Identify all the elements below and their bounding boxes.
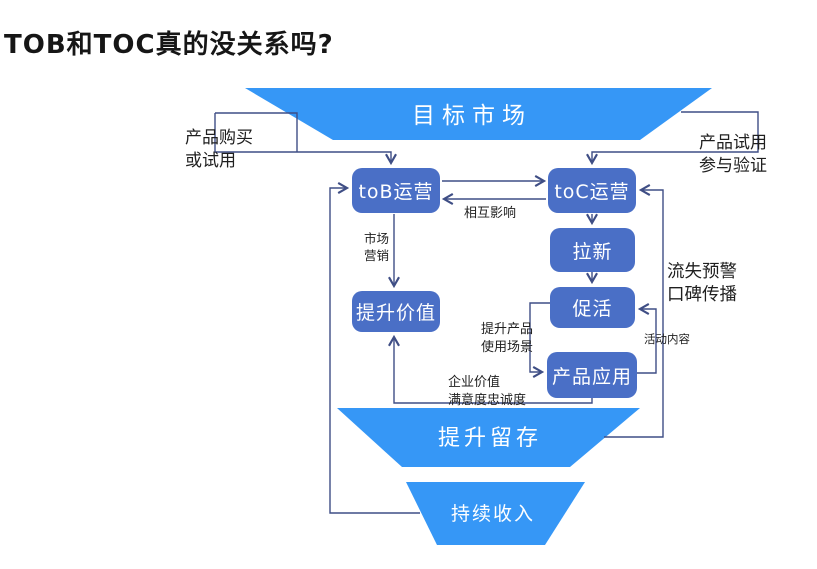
edge-purchase-callout-box xyxy=(215,112,298,152)
node-raise-value: 提升价值 xyxy=(352,291,440,332)
funnel-label-retention: 提升留存 xyxy=(437,426,542,451)
label-improve-usage-scenarios: 提升产品 使用场景 xyxy=(481,322,534,355)
funnel-label-revenue: 持续收入 xyxy=(450,503,535,525)
edge-activate-to-product-app xyxy=(529,302,550,378)
label-activity-content: 活动内容 xyxy=(644,332,690,346)
retention-funnel-shape xyxy=(337,408,640,467)
edge-product-app-to-activate xyxy=(637,303,657,374)
label-product-trial-verification: 产品试用 参与验证 xyxy=(699,133,767,176)
page-title: TOB和TOC真的没关系吗? xyxy=(4,30,334,60)
label-market-marketing: 市场 营销 xyxy=(364,231,390,263)
label-enterprise-value-loyalty: 企业价值 满意度忠诚度 xyxy=(448,375,527,408)
revenue-funnel-shape xyxy=(406,482,585,545)
node-product-application: 产品应用 xyxy=(547,352,637,398)
label-mutual-influence: 相互影响 xyxy=(464,206,517,221)
node-acquire-users: 拉新 xyxy=(550,228,635,272)
node-tob-operations: toB运营 xyxy=(352,168,440,213)
edge-revenue-to-tob xyxy=(329,182,420,514)
edge-retention-to-toc xyxy=(604,184,664,438)
funnel-label-target-market: 目标市场 xyxy=(412,103,532,129)
label-churn-warning-word-of-mouth: 流失预警 口碑传播 xyxy=(667,262,737,305)
label-product-purchase-or-trial: 产品购买 或试用 xyxy=(185,128,253,171)
edge-market-to-tob xyxy=(214,113,397,166)
target-market-funnel-shape xyxy=(245,88,712,140)
node-toc-operations: toC运营 xyxy=(548,168,636,213)
node-activate-users: 促活 xyxy=(550,287,635,328)
edge-product-app-to-raise-value xyxy=(388,334,593,404)
edge-market-to-toc xyxy=(586,111,759,166)
